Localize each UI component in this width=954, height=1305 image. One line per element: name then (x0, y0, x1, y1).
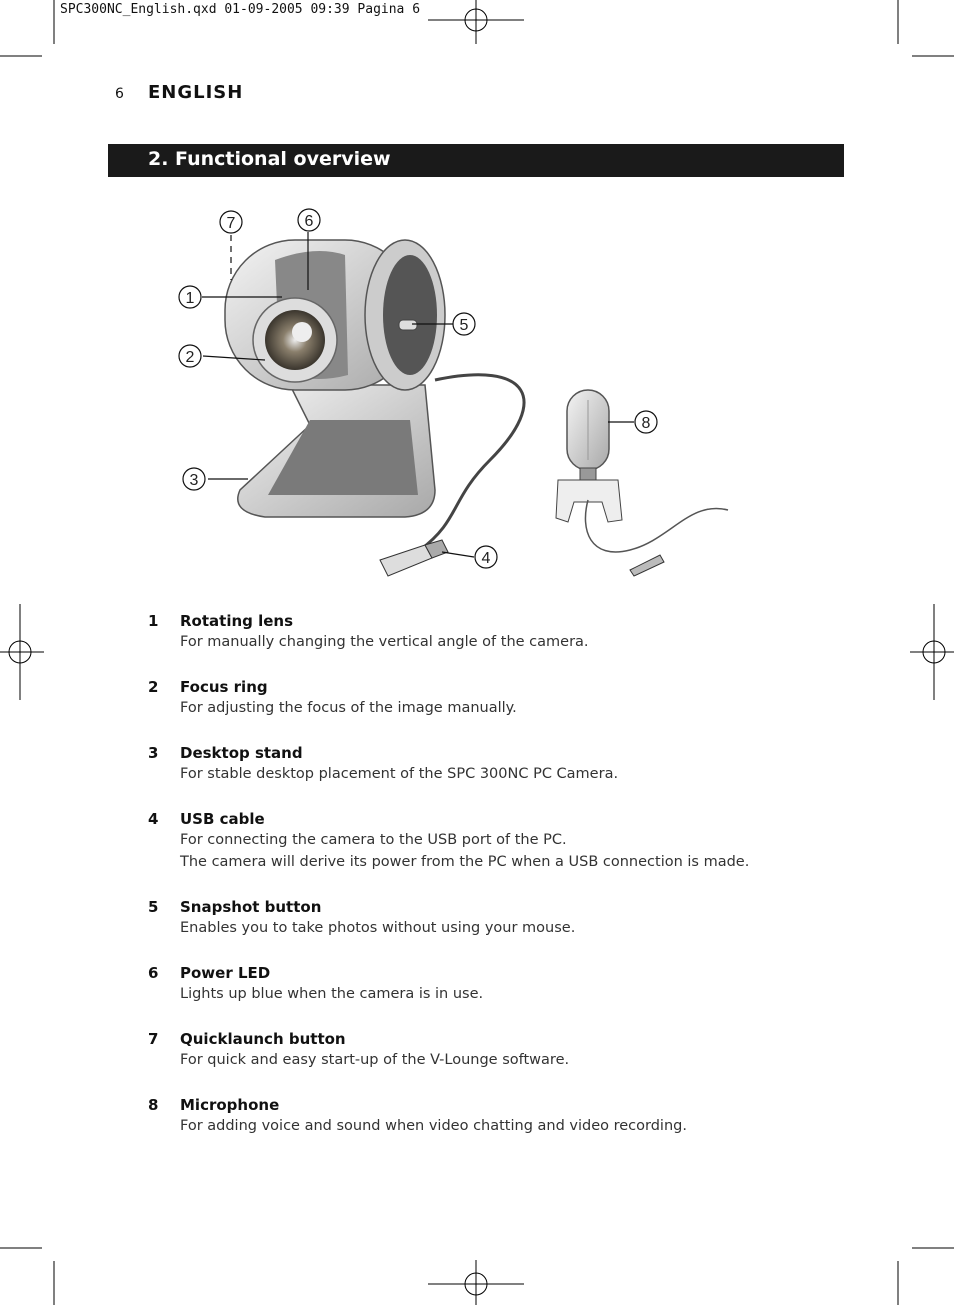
page-number: 6 (115, 86, 124, 102)
print-slug: SPC300NC_English.qxd 01-09-2005 09:39 Pa… (60, 2, 421, 17)
feature-list: 1 Rotating lens For manually changing th… (148, 612, 848, 1162)
callout-markers (178, 208, 658, 569)
callout-7: 7 (227, 215, 236, 232)
item-title: Quicklaunch button (180, 1030, 346, 1048)
item-number: 4 (148, 810, 159, 828)
callout-6: 6 (305, 213, 314, 230)
item-description: For stable desktop placement of the SPC … (180, 766, 619, 782)
item-number: 8 (148, 1096, 159, 1114)
item-number: 3 (148, 744, 159, 762)
item-title: Snapshot button (180, 898, 322, 916)
list-item: 5 Snapshot button Enables you to take ph… (148, 898, 848, 964)
item-description: For connecting the camera to the USB por… (180, 832, 567, 848)
item-number: 5 (148, 898, 159, 916)
list-item: 1 Rotating lens For manually changing th… (148, 612, 848, 678)
language-header: ENGLISH (148, 82, 244, 103)
list-item: 4 USB cable For connecting the camera to… (148, 810, 848, 898)
callout-1: 1 (186, 290, 195, 307)
desktop-stand-shape (237, 384, 436, 518)
callout-3: 3 (190, 472, 199, 489)
list-item: 2 Focus ring For adjusting the focus of … (148, 678, 848, 744)
item-description: For adjusting the focus of the image man… (180, 700, 517, 716)
item-number: 6 (148, 964, 159, 982)
callout-8: 8 (642, 415, 651, 432)
item-description: The camera will derive its power from th… (180, 854, 750, 870)
callout-4: 4 (482, 550, 491, 567)
section-banner: 2. Functional overview (108, 144, 844, 177)
item-number: 2 (148, 678, 159, 696)
item-title: Rotating lens (180, 612, 294, 630)
list-item: 6 Power LED Lights up blue when the came… (148, 964, 848, 1030)
item-description: Lights up blue when the camera is in use… (180, 986, 484, 1002)
usb-cable-line (419, 373, 526, 552)
item-title: Power LED (180, 964, 271, 982)
list-item: 3 Desktop stand For stable desktop place… (148, 744, 848, 810)
webcam-illustration: 7 6 1 2 5 3 4 8 (178, 208, 729, 577)
item-number: 7 (148, 1030, 159, 1048)
callout-lines (202, 232, 634, 558)
list-item: 8 Microphone For adding voice and sound … (148, 1096, 848, 1162)
item-title: Microphone (180, 1096, 280, 1114)
usb-plug-shape (379, 539, 449, 577)
callout-2: 2 (186, 349, 195, 366)
section-title: 2. Functional overview (148, 148, 391, 170)
list-item: 7 Quicklaunch button For quick and easy … (148, 1030, 848, 1096)
item-title: Desktop stand (180, 744, 303, 762)
microphone-shape (555, 389, 729, 577)
item-description: For quick and easy start-up of the V-Lou… (180, 1052, 570, 1068)
item-description: Enables you to take photos without using… (180, 920, 576, 936)
camera-body-shape (224, 239, 446, 391)
item-description: For adding voice and sound when video ch… (180, 1118, 687, 1134)
callout-5: 5 (460, 317, 469, 334)
item-description: For manually changing the vertical angle… (180, 634, 589, 650)
item-title: Focus ring (180, 678, 268, 696)
item-title: USB cable (180, 810, 265, 828)
item-number: 1 (148, 612, 159, 630)
